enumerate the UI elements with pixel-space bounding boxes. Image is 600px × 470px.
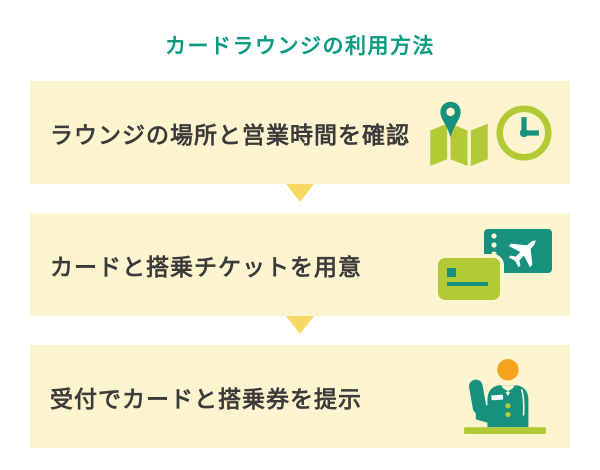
down-arrow-icon: [30, 316, 570, 345]
card-and-ticket-icons: [438, 229, 552, 300]
receptionist-icon: [464, 358, 546, 434]
clock-icon: [496, 104, 552, 161]
step-label: カードと搭乗チケットを用意: [50, 253, 362, 280]
down-arrow-icon: [30, 184, 570, 213]
step-3-icons: [464, 358, 552, 435]
down-arrow-triangle: [286, 184, 314, 202]
step-label: 受付でカードと搭乗券を提示: [50, 385, 362, 412]
step-label: ラウンジの場所と営業時間を確認: [50, 121, 410, 148]
step-1-icons: [430, 100, 552, 166]
map-icon: [430, 101, 488, 166]
boarding-ticket-icon: [484, 229, 552, 273]
page-title: カードラウンジの利用方法: [165, 35, 435, 58]
step-list: ラウンジの場所と営業時間を確認 カードと搭乗チ: [0, 81, 600, 448]
step-card-2: カードと搭乗チケットを用意: [30, 213, 570, 316]
credit-card-icon: [438, 258, 500, 300]
down-arrow-triangle: [286, 316, 314, 334]
step-card-1: ラウンジの場所と営業時間を確認: [30, 81, 570, 184]
step-card-3: 受付でカードと搭乗券を提示: [30, 345, 570, 448]
step-2-icons: [438, 229, 552, 300]
